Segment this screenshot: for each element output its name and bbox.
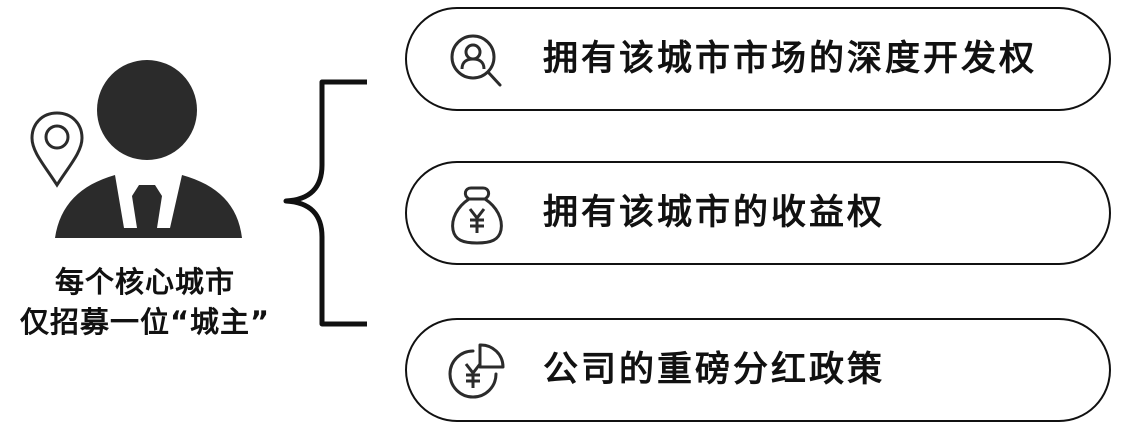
benefit-label: 公司的重磅分红政策 <box>543 350 886 390</box>
caption-line-2: 仅招募一位“城主” <box>19 305 271 339</box>
benefit-item-dividend-policy: 公司的重磅分红政策 <box>405 318 1111 422</box>
yen-pie-chart-icon <box>448 343 505 399</box>
user-search-icon <box>450 34 502 87</box>
benefit-label: 拥有该城市的收益权 <box>543 193 886 233</box>
benefit-item-revenue-rights: 拥有该城市的收益权 <box>405 161 1111 265</box>
benefit-item-development-rights: 拥有该城市市场的深度开发权 <box>405 7 1111 111</box>
caption-line-1: 每个核心城市 <box>54 265 235 299</box>
businessman-illustration <box>30 60 242 238</box>
benefit-label: 拥有该城市市场的深度开发权 <box>543 39 1038 79</box>
money-bag-yen-icon <box>451 186 503 245</box>
location-pin-icon <box>30 111 84 188</box>
curly-brace-connector <box>283 79 367 327</box>
businessman-icon <box>55 60 242 238</box>
